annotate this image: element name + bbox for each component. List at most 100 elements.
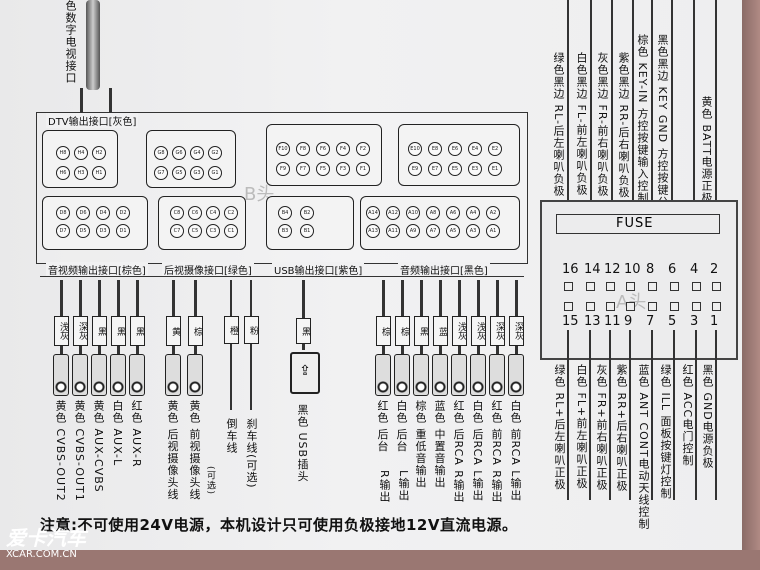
fuse-top-pin: 14 [584, 262, 601, 277]
d-pin: D8 [56, 206, 70, 220]
xcar-logo: 爱卡汽车 XCAR.COM.CN [6, 527, 102, 567]
usb-wire-label: 黑色 USB插头 [296, 404, 309, 483]
usb-plug-icon: ⇪ [290, 352, 320, 394]
h-pin: H4 [74, 146, 88, 160]
top-wire-line [693, 0, 695, 256]
av-tag: 深灰 [73, 316, 88, 346]
a-pin: A1 [486, 224, 500, 238]
connector-d [42, 196, 148, 250]
fuse-top-pin: 10 [624, 262, 641, 277]
av-plug [72, 354, 88, 396]
audio-plug [394, 354, 410, 396]
a-pin: A6 [446, 206, 460, 220]
av-label: 黄色 AUX-CVBS [92, 400, 105, 493]
audio-plug [470, 354, 486, 396]
av-label: 白色 AUX-L [111, 400, 124, 467]
e-pin: E6 [448, 142, 462, 156]
h-pin: H6 [56, 166, 70, 180]
fuse-bottom-socket [606, 302, 615, 311]
top-wire-label: 灰色黑边 FR-前右喇叭负极 [596, 52, 609, 197]
audio-plug [375, 354, 391, 396]
cam-reverse-label: 倒车线 [225, 418, 238, 454]
audio-tag: 浅灰 [471, 316, 486, 346]
c-pin: C3 [206, 224, 220, 238]
av-plug [129, 354, 145, 396]
av-tag: 黑 [111, 316, 126, 346]
label-underline [40, 276, 524, 277]
fuse-top-socket [626, 282, 635, 291]
av-label: 黄色 CVBS-OUT2 [54, 400, 67, 502]
cam-tag: 棕 [188, 316, 203, 346]
audio-sub-l: L输出 [397, 470, 410, 502]
fuse-top-pin: 8 [646, 262, 655, 277]
logo-line1: 爱卡汽车 [6, 526, 86, 550]
g-pin: G4 [190, 146, 204, 160]
dtv-group-title: DTV输出接口[灰色] [46, 113, 139, 128]
a-pin: A10 [406, 206, 420, 220]
fuse-bottom-pin: 9 [624, 314, 633, 329]
audio-tag: 深灰 [509, 316, 524, 346]
audio-tag: 黑 [414, 316, 429, 346]
audio-plug [451, 354, 467, 396]
bottom-wire-label: 蓝色 ANT CONT电动天线控制 [637, 364, 650, 530]
b-pin: B2 [300, 206, 314, 220]
a-pin: A8 [426, 206, 440, 220]
b-pin: B4 [278, 206, 292, 220]
g-pin: G6 [172, 146, 186, 160]
cam-reverse-tag: 橙 [224, 316, 239, 344]
fuse-bottom-pin: 7 [646, 314, 655, 329]
bottom-wire-line [651, 330, 653, 500]
c-pin: C1 [224, 224, 238, 238]
fuse-bottom-pin: 5 [668, 314, 677, 329]
e-pin: E3 [468, 162, 482, 176]
fuse-top-pin: 4 [690, 262, 699, 277]
f-pin: F1 [356, 162, 370, 176]
cam-reverse-wire [230, 280, 232, 410]
e-pin: E2 [488, 142, 502, 156]
audio-label: 白色 后RCA L输出 [471, 400, 484, 502]
label-usb: USB输出接口[紫色] [272, 262, 365, 277]
fuse-bottom-pin: 13 [584, 314, 601, 329]
f-pin: F2 [356, 142, 370, 156]
usb-tag: 黑 [296, 318, 311, 344]
a-pin: A7 [426, 224, 440, 238]
fuse-bottom-socket [670, 302, 679, 311]
audio-plug [432, 354, 448, 396]
dtv-cable [86, 0, 100, 90]
e-pin: E7 [428, 162, 442, 176]
a-pin: A4 [466, 206, 480, 220]
fuse-top-pin: 16 [562, 262, 579, 277]
cam-label: 黄色 后视摄像头线 [166, 400, 179, 501]
fuse-bottom-pin: 3 [690, 314, 699, 329]
g-pin: G1 [208, 166, 222, 180]
c-pin: C8 [170, 206, 184, 220]
fuse-top-socket [564, 282, 573, 291]
f-pin: F4 [336, 142, 350, 156]
f-pin: F8 [296, 142, 310, 156]
top-wire-line [611, 0, 613, 256]
fuse-top-pin: 2 [710, 262, 719, 277]
audio-label: 红色 前RCA R输出 [490, 400, 503, 503]
c-pin: C2 [224, 206, 238, 220]
g-pin: G3 [190, 166, 204, 180]
a-pin: A11 [386, 224, 400, 238]
audio-label: 白色 前RCA L输出 [509, 400, 522, 502]
av-tag: 浅灰 [54, 316, 69, 346]
top-wire-label: 紫色黑边 RR-后右喇叭负极 [617, 52, 630, 199]
audio-tag: 浅灰 [452, 316, 467, 346]
cam-label: 黄色 前视摄像头线 [188, 400, 201, 501]
photo-frame-right [742, 0, 760, 570]
c-pin: C4 [206, 206, 220, 220]
fuse-bottom-socket [626, 302, 635, 311]
bottom-wire-label: 黑色 GND电源负极 [701, 364, 714, 469]
top-wire-line [632, 0, 634, 256]
fuse-bottom-pin: 1 [710, 314, 719, 329]
g-pin: G5 [172, 166, 186, 180]
a-pin: A3 [466, 224, 480, 238]
bottom-wire-label: 白色 FL+前左喇叭正极 [575, 364, 588, 490]
bottom-wire-line [715, 330, 717, 500]
bottom-wire-line [567, 330, 569, 500]
audio-label: 红色 后RCA R输出 [452, 400, 465, 503]
d-pin: D5 [76, 224, 90, 238]
